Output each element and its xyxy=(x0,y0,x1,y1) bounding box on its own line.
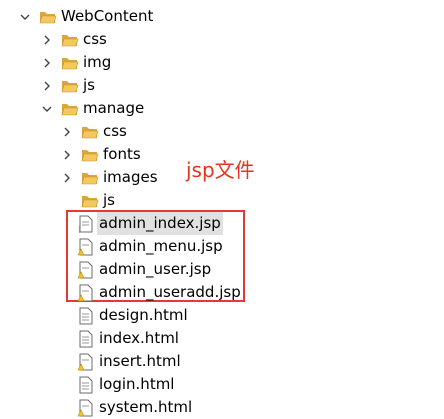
html-file-warning-icon xyxy=(77,353,95,371)
tree-item-label: login.html xyxy=(99,375,175,393)
tree-item-label: insert.html xyxy=(99,352,181,370)
jsp-highlight-box xyxy=(66,210,245,302)
folder-icon xyxy=(61,31,79,49)
open-folder-icon xyxy=(61,100,79,118)
jsp-file-icon: J xyxy=(77,215,95,233)
chevron-right-icon[interactable] xyxy=(41,28,53,51)
folder-icon xyxy=(81,146,99,164)
html-file-icon xyxy=(77,376,95,394)
tree-item-label: admin_index.jsp xyxy=(97,212,223,235)
tree-item-insert-html[interactable]: insert.html xyxy=(77,350,181,373)
jsp-file-warning-icon xyxy=(77,238,95,256)
folder-icon xyxy=(81,192,99,210)
tree-item-label: admin_menu.jsp xyxy=(99,237,223,255)
chevron-right-icon[interactable] xyxy=(41,51,53,74)
tree-item-system-html[interactable]: system.html xyxy=(77,396,192,419)
jsp-file-warning-icon xyxy=(77,284,95,302)
folder-icon xyxy=(61,77,79,95)
tree-item-label: design.html xyxy=(99,306,188,324)
html-file-warning-icon xyxy=(77,399,95,417)
tree-item-admin-index-jsp[interactable]: J admin_index.jsp xyxy=(77,212,223,235)
tree-item-js[interactable]: js xyxy=(41,74,95,97)
tree-item-label: images xyxy=(103,168,158,186)
tree-item-manage-fonts[interactable]: fonts xyxy=(61,143,141,166)
tree-item-login-html[interactable]: login.html xyxy=(77,373,174,396)
tree-item-label: fonts xyxy=(103,145,141,163)
chevron-down-icon[interactable] xyxy=(19,5,31,28)
tree-item-label: js xyxy=(83,76,95,94)
tree-item-label: admin_useradd.jsp xyxy=(99,283,241,301)
tree-item-manage-images[interactable]: images xyxy=(61,166,158,189)
tree-item-label: system.html xyxy=(99,398,193,416)
tree-item-label: css xyxy=(103,122,127,140)
tree-item-manage-js[interactable]: js xyxy=(81,189,115,212)
tree-item-label: img xyxy=(83,53,112,71)
chevron-down-icon[interactable] xyxy=(41,97,53,120)
folder-icon xyxy=(81,123,99,141)
tree-item-manage[interactable]: manage xyxy=(41,97,144,120)
tree-item-index-html[interactable]: index.html xyxy=(77,327,179,350)
annotation-label: jsp文件 xyxy=(186,158,255,182)
tree-item-label: index.html xyxy=(99,329,179,347)
html-file-icon xyxy=(77,330,95,348)
tree-item-label: admin_user.jsp xyxy=(99,260,212,278)
tree-item-label: manage xyxy=(83,99,145,117)
tree-item-label: WebContent xyxy=(61,7,154,25)
tree-item-admin-user-jsp[interactable]: admin_user.jsp xyxy=(77,258,211,281)
chevron-right-icon[interactable] xyxy=(61,120,73,143)
tree-item-label: js xyxy=(103,191,115,209)
html-file-icon xyxy=(77,307,95,325)
open-folder-icon xyxy=(39,8,57,26)
chevron-right-icon[interactable] xyxy=(61,166,73,189)
svg-text:J: J xyxy=(77,225,81,233)
jsp-file-warning-icon xyxy=(77,261,95,279)
folder-icon xyxy=(61,54,79,72)
folder-icon xyxy=(81,169,99,187)
tree-item-manage-css[interactable]: css xyxy=(61,120,127,143)
tree-item-label: css xyxy=(83,30,107,48)
tree-item-design-html[interactable]: design.html xyxy=(77,304,188,327)
chevron-right-icon[interactable] xyxy=(41,74,53,97)
tree-item-webcontent[interactable]: WebContent xyxy=(19,5,153,28)
tree-item-css[interactable]: css xyxy=(41,28,107,51)
tree-item-img[interactable]: img xyxy=(41,51,111,74)
chevron-right-icon[interactable] xyxy=(61,143,73,166)
tree-item-admin-useradd-jsp[interactable]: admin_useradd.jsp xyxy=(77,281,241,304)
tree-item-admin-menu-jsp[interactable]: admin_menu.jsp xyxy=(77,235,223,258)
